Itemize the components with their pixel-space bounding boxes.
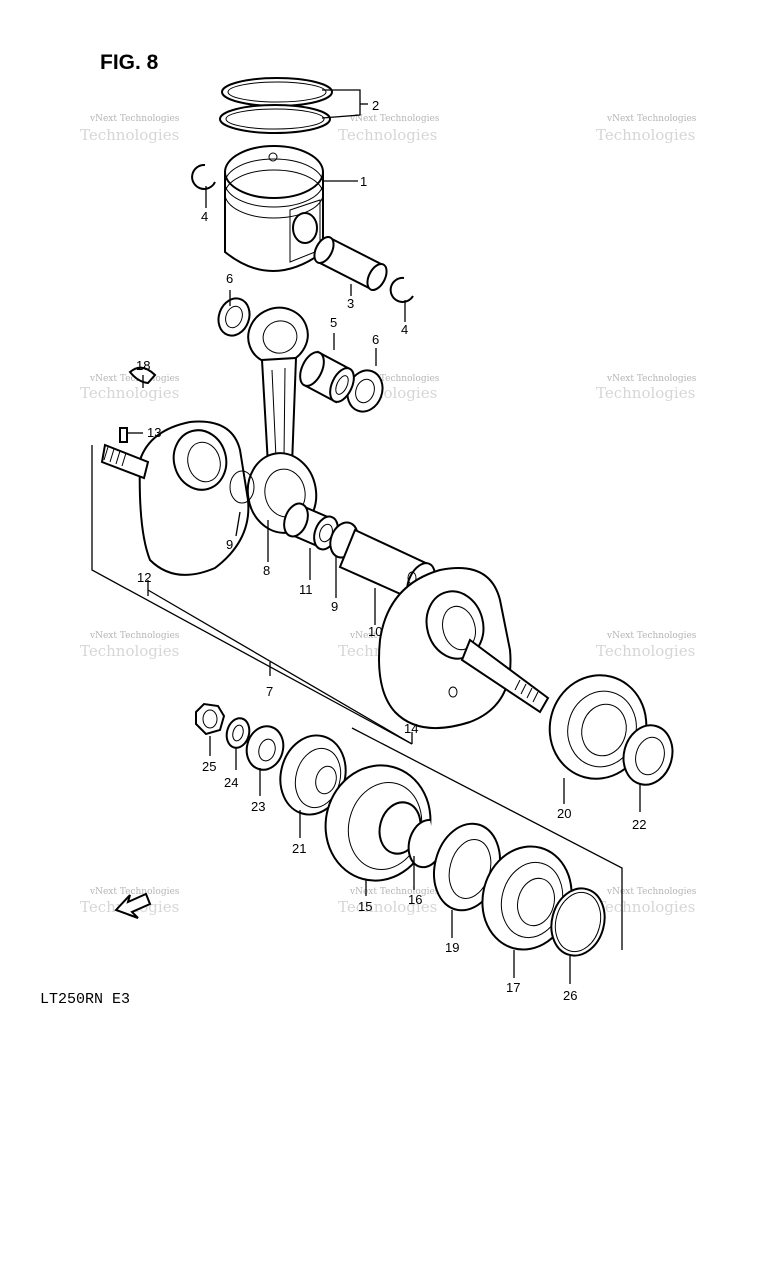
crank-web-right [378, 567, 550, 730]
callout-6-right: 6 [372, 332, 379, 347]
piston-pin [313, 236, 388, 291]
callout-26: 26 [563, 988, 577, 1003]
thrust-washers [217, 297, 384, 413]
leader-lines [127, 89, 641, 984]
watermark-large: Technologies [596, 384, 695, 402]
callout-1: 1 [360, 174, 367, 189]
watermark-small: vNext Technologies [89, 887, 180, 897]
callout-24: 24 [224, 775, 238, 790]
piston-rings [219, 77, 333, 134]
callout-12: 12 [137, 570, 151, 585]
watermark-small: vNext Technologies [606, 887, 697, 897]
watermark-large: Technologies [80, 642, 179, 660]
callout-23: 23 [251, 799, 265, 814]
dowel-pin [119, 427, 128, 443]
circlip-right [389, 276, 414, 303]
watermark-large: Technologies [338, 898, 437, 916]
callout-20: 22 [632, 817, 646, 832]
callout-11: 11 [299, 582, 313, 597]
connecting-rod [246, 306, 318, 534]
watermark-large: Technologies [80, 126, 179, 144]
circlip-16 [407, 818, 439, 869]
watermark-large: Technologies [80, 384, 179, 402]
callout-10: 10 [368, 624, 382, 639]
callout-17: 17 [506, 980, 520, 995]
watermark-large: Technologies [596, 126, 695, 144]
lock-washer [225, 717, 251, 749]
watermark-small: vNext Technologies [349, 887, 440, 897]
callout-16: 16 [408, 892, 422, 907]
watermark-large: Technologies [338, 126, 437, 144]
watermark-small: vNext Technologies [606, 374, 697, 384]
assembly-brackets [91, 445, 623, 950]
needle-bearing-small-end [299, 350, 355, 404]
callout-5: 5 [330, 315, 337, 330]
fwd-arrow-icon [114, 892, 152, 919]
nut [195, 702, 226, 736]
watermarks: Technologies vNext Technologies Technolo… [80, 114, 697, 916]
watermark-small: vNext Technologies [606, 631, 697, 641]
callout-9-left: 9 [226, 537, 233, 552]
circlip-left [191, 163, 216, 190]
watermark-large: Technologies [596, 898, 695, 916]
watermark-small: vNext Technologies [349, 114, 440, 124]
watermark-small: vNext Technologies [606, 114, 697, 124]
callout-4-left: 4 [201, 209, 208, 224]
callout-25: 25 [202, 759, 216, 774]
watermark-small: vNext Technologies [89, 631, 180, 641]
callout-22: 18 [136, 358, 150, 373]
watermark-large: Technologies [596, 642, 695, 660]
callout-3: 3 [347, 296, 354, 311]
gear-23 [245, 725, 285, 771]
callout-2: 2 [372, 98, 379, 113]
watermark-small: vNext Technologies [349, 374, 440, 384]
callout-19: 19 [445, 940, 459, 955]
callout-6-top: 6 [226, 271, 233, 286]
callout-8: 8 [263, 563, 270, 578]
callout-21: 21 [292, 841, 306, 856]
shim-26 [550, 887, 606, 957]
watermark-small: vNext Technologies [89, 114, 180, 124]
figure-title: FIG. 8 [100, 51, 159, 74]
callout-14: 14 [404, 721, 418, 736]
piston [224, 145, 324, 272]
callout-18: 20 [557, 806, 571, 821]
model-code: LT250RN E3 [40, 991, 130, 1008]
callout-numbers: 2 1 4 3 4 6 5 6 18 13 9 8 12 11 9 10 7 1… [136, 98, 646, 1003]
crank-web-left [100, 420, 255, 576]
callout-13: 13 [147, 425, 161, 440]
callout-4-right: 4 [401, 322, 408, 337]
watermark-small: vNext Technologies [89, 374, 180, 384]
callout-9-right: 9 [331, 599, 338, 614]
callout-15: 15 [358, 899, 372, 914]
needle-bearing-big-end [283, 502, 339, 551]
callout-7: 7 [266, 684, 273, 699]
oil-seal-right [622, 724, 674, 786]
